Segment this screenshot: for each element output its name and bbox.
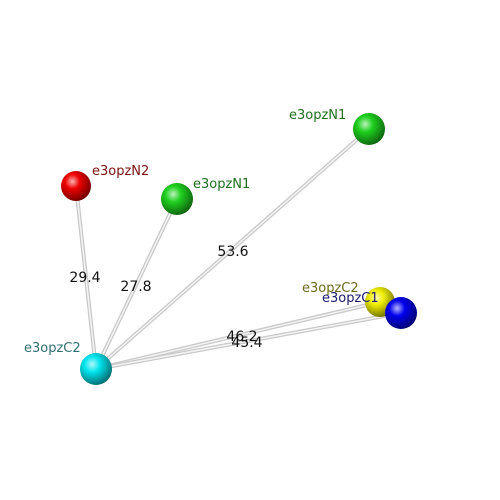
atom-label-n1_far: e3opzN1 — [289, 108, 346, 123]
atom-c2_cyan[interactable] — [80, 353, 112, 385]
distance-label: 27.8 — [120, 279, 151, 295]
bond-c2_cyan-n1_near — [94, 198, 179, 370]
atom-label-n1_near: e3opzN1 — [193, 177, 250, 192]
atom-n1_far[interactable] — [353, 113, 385, 145]
atom-c1_blue[interactable] — [385, 297, 417, 329]
atom-label-c2_yellow: e3opzC2 — [302, 281, 359, 296]
distance-label: 29.4 — [69, 270, 100, 286]
bond-c2_cyan-n1_far — [94, 127, 371, 371]
atom-label-c2_cyan: e3opzC2 — [24, 341, 81, 356]
atom-label-n2_red: e3opzN2 — [92, 164, 149, 179]
atoms-layer — [61, 113, 417, 385]
bond-c2_cyan-c2_yellow — [95, 300, 381, 371]
distance-label: 46.2 — [226, 329, 257, 345]
atom-label-c1_blue: e3opzC1 — [322, 291, 379, 306]
atom-n1_near[interactable] — [161, 183, 193, 215]
bond-c2_cyan-n2_red — [74, 185, 98, 370]
bond-c2_cyan-c1_blue — [95, 311, 402, 371]
labels-layer: 29.4 27.8 53.6 46.245.4 e3opzC2 e3opzN2 e3opzN… — [24, 108, 379, 356]
distance-label: 53.6 — [217, 244, 248, 260]
distance-label: 45.4 — [231, 335, 262, 351]
atom-n2_red[interactable] — [61, 171, 91, 201]
bonds-layer — [74, 127, 402, 371]
